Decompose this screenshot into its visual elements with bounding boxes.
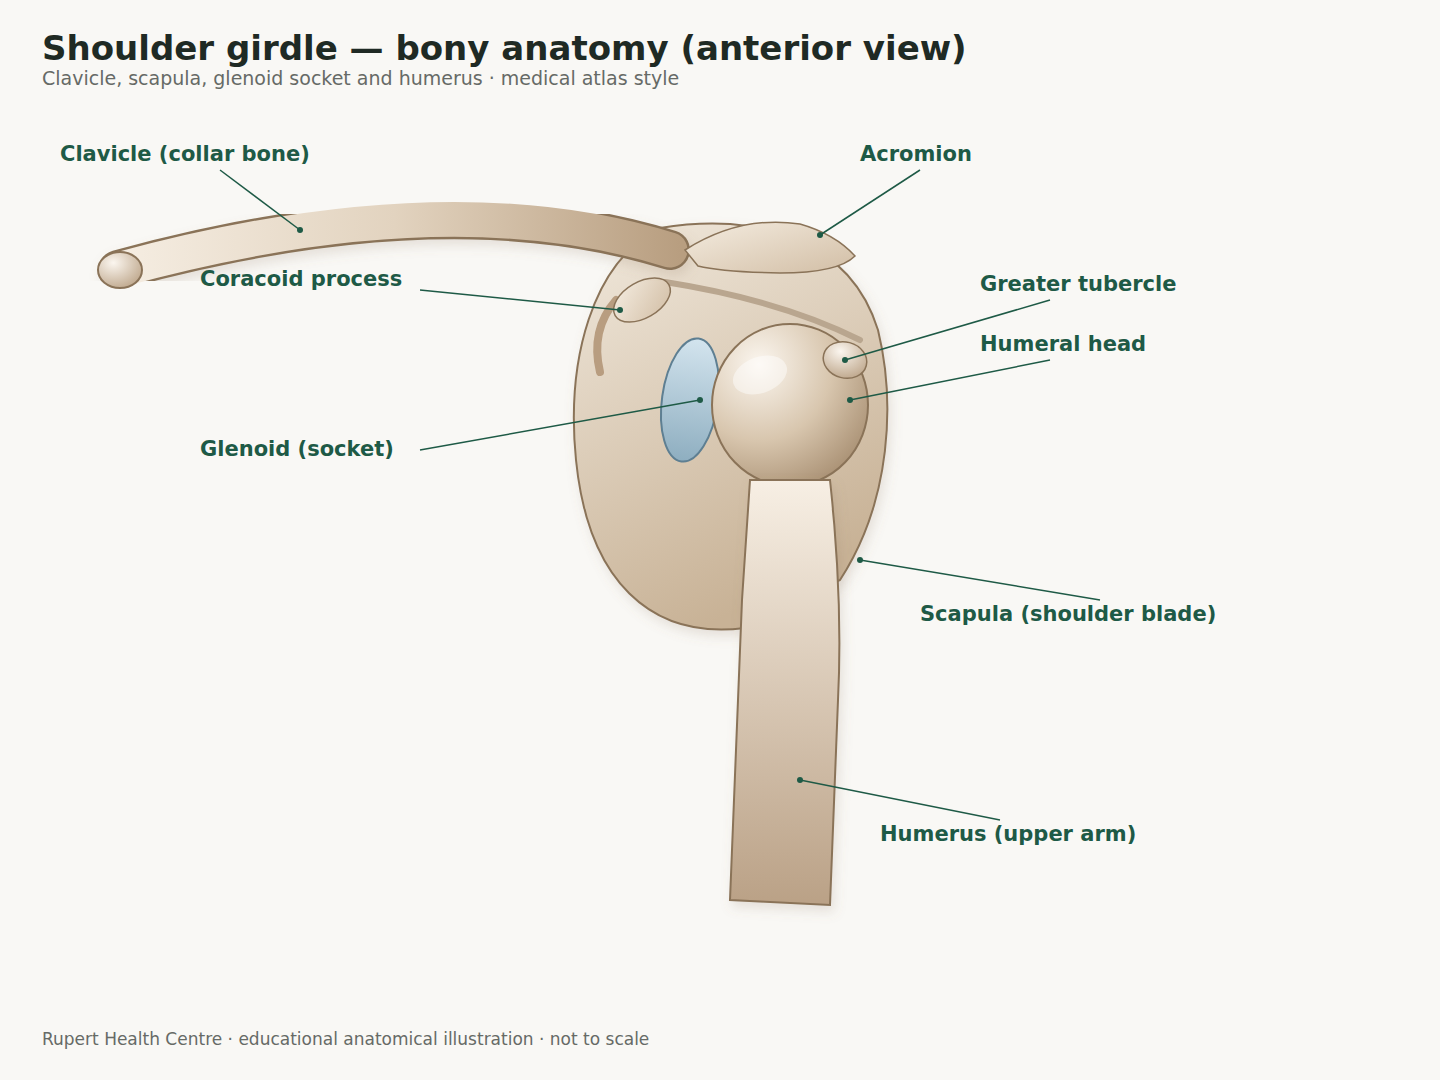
leader-line [850, 360, 1050, 400]
leader-line [860, 560, 1100, 600]
part-label: Greater tubercle [980, 274, 1176, 295]
part-label: Humeral head [980, 334, 1146, 355]
leader-line [420, 400, 700, 450]
clavicle-outline [118, 219, 670, 270]
head-highlight [728, 349, 793, 402]
leader-dot [617, 307, 623, 313]
leader-dot [797, 777, 803, 783]
page-title: Shoulder girdle — bony anatomy (anterior… [42, 31, 967, 65]
leader-dot [297, 227, 303, 233]
leader-lines [220, 170, 1100, 820]
part-label: Acromion [860, 144, 972, 165]
leader-dot [847, 397, 853, 403]
footer-note: Rupert Health Centre · educational anato… [42, 1031, 649, 1048]
leader-line [420, 290, 620, 310]
leader-dot [842, 357, 848, 363]
part-label: Clavicle (collar bone) [60, 144, 310, 165]
leader-line [820, 170, 920, 235]
leader-dot [817, 232, 823, 238]
subtitle: Clavicle, scapula, glenoid socket and hu… [42, 69, 679, 88]
leader-dot [857, 557, 863, 563]
leader-line [800, 780, 1000, 820]
part-label: Scapula (shoulder blade) [920, 604, 1216, 625]
leader-dot [697, 397, 703, 403]
scapula-shape [574, 224, 887, 630]
coracoid-process-shape [606, 269, 678, 331]
humerus-shaft [730, 480, 839, 905]
part-label: Glenoid (socket) [200, 439, 394, 460]
part-label: Coracoid process [200, 269, 402, 290]
clavicle-end [98, 252, 142, 288]
leader-line [220, 170, 300, 230]
greater-tubercle-shape [819, 337, 871, 383]
clavicle-shape [118, 219, 670, 270]
part-label: Humerus (upper arm) [880, 824, 1136, 845]
leader-dots [297, 227, 863, 783]
acromion-shape [685, 222, 855, 273]
